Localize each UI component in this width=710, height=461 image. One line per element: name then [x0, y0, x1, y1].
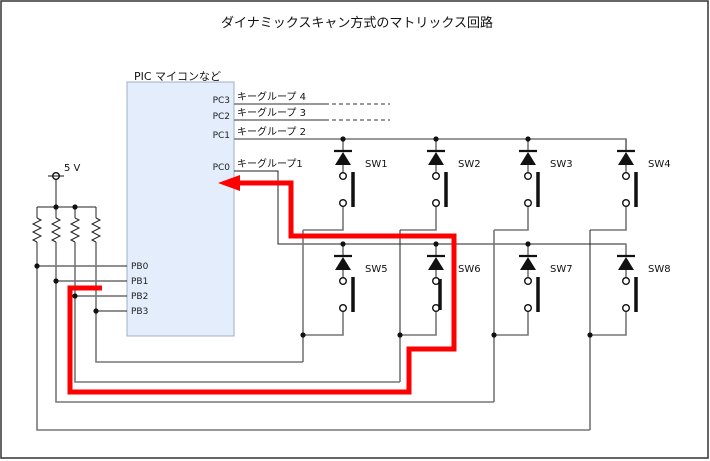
pin-label-pb1: PB1	[131, 277, 148, 287]
pin-label-pc1: PC1	[213, 131, 230, 141]
diode-icon	[618, 152, 634, 165]
pb-return-line	[95, 242, 303, 363]
switch-terminal	[339, 304, 348, 313]
switch-label-sw8: SW8	[648, 264, 671, 275]
switch-label-sw2: SW2	[458, 159, 481, 170]
key-group-label: キーグループ 2	[237, 125, 306, 138]
switch-terminal	[524, 171, 533, 180]
pin-label-pb3: PB3	[131, 307, 148, 317]
switch-terminal	[622, 304, 631, 313]
junction-dot	[300, 332, 306, 338]
switch-terminal	[524, 277, 533, 286]
junction-dot	[53, 204, 59, 210]
key-group-label: キーグループ1	[237, 157, 303, 170]
switch-return	[400, 311, 437, 336]
diode-icon	[520, 152, 536, 165]
switch-return	[590, 206, 627, 231]
switch-return	[303, 311, 344, 336]
switch-terminal	[339, 277, 348, 286]
junction-dot	[433, 136, 439, 142]
switch-label-sw5: SW5	[365, 264, 388, 275]
switch-label-sw4: SW4	[648, 159, 671, 170]
current-path-arrow-icon	[218, 175, 240, 191]
diode-icon	[428, 257, 444, 270]
switch-terminal	[339, 171, 348, 180]
switch-return	[494, 206, 529, 231]
resistor-icon	[50, 217, 62, 243]
junction-dot	[53, 278, 59, 284]
diode-icon	[520, 257, 536, 270]
diode-icon	[335, 257, 351, 270]
current-path-line	[67, 180, 457, 395]
pin-label-pb2: PB2	[131, 292, 148, 302]
junction-dot	[525, 241, 531, 247]
junction-dot	[433, 241, 439, 247]
pin-label-pb0: PB0	[131, 262, 149, 272]
junction-dot	[34, 263, 40, 269]
switch-terminal	[622, 277, 631, 286]
switch-return	[303, 206, 344, 231]
diode-icon	[428, 152, 444, 165]
junction-dot	[340, 241, 346, 247]
junction-dot	[93, 308, 99, 314]
switch-terminal	[339, 198, 348, 207]
microcontroller-box	[126, 81, 235, 337]
pin-label-pc0: PC0	[213, 163, 231, 173]
switch-terminal	[432, 171, 441, 180]
power-label: 5 V	[64, 163, 81, 174]
junction-dot	[397, 332, 403, 338]
switch-terminal	[524, 198, 533, 207]
diode-icon	[335, 152, 351, 165]
switch-return	[590, 311, 627, 336]
switch-return	[494, 311, 529, 336]
switch-terminal	[622, 171, 631, 180]
key-group-label: キーグループ 4	[237, 90, 306, 103]
resistor-icon	[90, 217, 102, 243]
resistor-icon	[31, 217, 43, 243]
microcontroller-label: PIC マイコンなど	[134, 70, 221, 83]
components	[31, 136, 638, 338]
diode-icon	[618, 257, 634, 270]
switch-terminal	[432, 198, 441, 207]
junction-dot	[491, 332, 497, 338]
switch-label-sw1: SW1	[365, 159, 388, 170]
switch-label-sw3: SW3	[550, 159, 573, 170]
junction-dot	[525, 136, 531, 142]
junction-dot	[72, 204, 78, 210]
junction-dot	[340, 136, 346, 142]
switch-terminal	[622, 198, 631, 207]
junction-dot	[72, 293, 78, 299]
switch-return	[400, 206, 437, 231]
switch-terminal	[524, 304, 533, 313]
diagram-title: ダイナミックスキャン方式のマトリックス回路	[221, 15, 493, 31]
switch-label-sw7: SW7	[550, 264, 573, 275]
pb-return-line	[36, 242, 590, 431]
pb-return-line	[55, 242, 494, 403]
key-group-label: キーグループ 3	[237, 106, 306, 119]
switch-label-sw6: SW6	[458, 264, 481, 275]
pin-label-pc2: PC2	[213, 112, 230, 122]
pin-label-pc3: PC3	[213, 96, 230, 106]
resistor-icon	[69, 217, 81, 243]
highlighted-current-path	[67, 175, 457, 395]
junction-dot	[587, 332, 593, 338]
